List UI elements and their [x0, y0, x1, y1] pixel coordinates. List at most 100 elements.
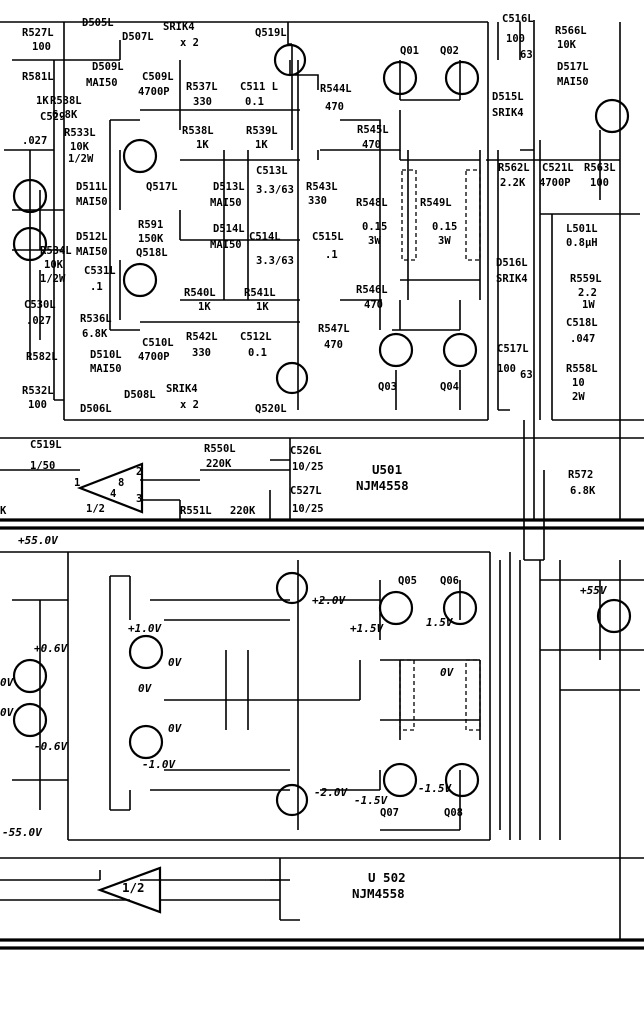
label-d508l: D508L	[124, 389, 156, 401]
label-d505l: D505L	[82, 17, 114, 29]
label-r539l_v: 1K	[255, 139, 268, 151]
label-q03: Q03	[378, 381, 397, 393]
label-c521l_v: 4700P	[539, 177, 571, 189]
label-q519l: Q519L	[255, 27, 287, 39]
label-d514l: D514L	[213, 223, 245, 235]
transistor-q04	[442, 332, 478, 368]
label-q01: Q01	[400, 45, 419, 57]
label-d509l_v: MAI50	[86, 77, 118, 89]
transistor-left-2	[12, 226, 48, 262]
voltage-v_n55: -55.0V	[2, 826, 43, 839]
label-r538l_v: 6.8K	[52, 109, 78, 121]
label-c512l_v: 0.1	[248, 347, 267, 359]
label-l501l: L501L	[566, 223, 598, 235]
label-c509l: C509L	[142, 71, 174, 83]
label-d516l_v: SRIK4	[496, 273, 528, 285]
voltage-v_p55: +55.0V	[18, 534, 59, 547]
label-c514l_v: 3.3/63	[256, 255, 294, 267]
label-d512l_v: MAI50	[76, 246, 108, 258]
label-r546l: R546L	[356, 284, 388, 296]
voltage-v_0f: 0V	[168, 722, 183, 735]
label-r550l: R550L	[204, 443, 236, 455]
label-c519l_v: 1/50	[30, 460, 55, 472]
label-c526l: C526L	[290, 445, 322, 457]
label-d509l: D509L	[92, 61, 124, 73]
transistor-lower-left-2	[12, 702, 48, 738]
label-r550l_v: 220K	[206, 458, 232, 470]
opamp-u501	[76, 462, 144, 514]
label-d507l: D507L	[122, 31, 154, 43]
label-r538l_bv: 1K	[196, 139, 209, 151]
label-c511l_v: 0.1	[245, 96, 264, 108]
voltage-v_p15a: +1.5V	[350, 622, 384, 635]
label-r548l_w: 3W	[368, 235, 381, 247]
label-c516l: C516L	[502, 13, 534, 25]
ic-op2_half-name: 1/2	[122, 880, 145, 895]
label-q07: Q07	[380, 807, 399, 819]
label-op1_2: 2	[136, 466, 142, 478]
label-r549l_v: 0.15	[432, 221, 457, 233]
label-c518l_v: .047	[570, 333, 595, 345]
label-c515l: C515L	[312, 231, 344, 243]
label-r547l_v: 470	[324, 339, 343, 351]
label-d517l_v: MAI50	[557, 76, 589, 88]
label-r566l: R566L	[555, 25, 587, 37]
label-r559l_v: 2.2	[578, 287, 597, 299]
label-r551l: R551L	[180, 505, 212, 517]
voltage-v_0b: 0V	[138, 682, 153, 695]
transistor-lower-1	[128, 634, 164, 670]
label-r549l: R549L	[420, 197, 452, 209]
label-r538l: R538L	[50, 95, 82, 107]
label-r548l: R548L	[356, 197, 388, 209]
label-r532l_v: 100	[28, 399, 47, 411]
label-r549l_w: 3W	[438, 235, 451, 247]
transistor-lower-left-1	[12, 658, 48, 694]
label-r562l: R562L	[498, 162, 530, 174]
label-r562l_v: 2.2K	[500, 177, 526, 189]
label-c521l: C521L	[542, 162, 574, 174]
label-c519l: C519L	[30, 439, 62, 451]
label-r543l: R543L	[306, 181, 338, 193]
label-r533l_v: 10K	[70, 141, 90, 153]
label-c512l: C512L	[240, 331, 272, 343]
label-q08: Q08	[444, 807, 463, 819]
label-r540l_v: 1K	[198, 301, 211, 313]
label-c530l: C530L	[24, 299, 56, 311]
ic-u501-part: NJM4558	[356, 478, 409, 493]
transistor-q01	[382, 60, 418, 96]
label-r543l_v: 330	[308, 195, 327, 207]
label-r548l_v: 0.15	[362, 221, 387, 233]
transistor-q08	[444, 762, 480, 798]
label-r527l: R527L	[22, 27, 54, 39]
label-c513l: C513L	[256, 165, 288, 177]
label-op1_1: 1	[74, 477, 80, 489]
label-q04: Q04	[440, 381, 459, 393]
label-r544l_v: 470	[325, 101, 344, 113]
label-c529: C529	[40, 111, 65, 123]
label-r533l: R533L	[64, 127, 96, 139]
label-r572: R572	[568, 469, 593, 481]
label-r540l: R540L	[184, 287, 216, 299]
label-r559l: R559L	[570, 273, 602, 285]
label-r542l_v: 330	[192, 347, 211, 359]
label-c526l_v: 10/25	[292, 461, 324, 473]
label-q517l: Q517L	[146, 181, 178, 193]
label-r541l: R541L	[244, 287, 276, 299]
label-d511l_v: MAI50	[76, 196, 108, 208]
label-r547l: R547L	[318, 323, 350, 335]
label-d516l: D516L	[496, 257, 528, 269]
label-c511l: C511 L	[240, 81, 278, 93]
label-r582l: R582L	[26, 351, 58, 363]
label-c516l_v2: 63	[520, 49, 533, 61]
transistor-q520l	[275, 361, 309, 395]
voltage-v_p55r: +55V	[580, 584, 608, 597]
label-r581l: R581L	[22, 71, 54, 83]
label-r545l: R545L	[357, 124, 389, 136]
label-r551l_v: 220K	[230, 505, 256, 517]
transistor-q07	[382, 762, 418, 798]
label-r534l: R534L	[40, 245, 72, 257]
voltage-v_0a: 0V	[168, 656, 183, 669]
label-r538l_b: R538L	[182, 125, 214, 137]
